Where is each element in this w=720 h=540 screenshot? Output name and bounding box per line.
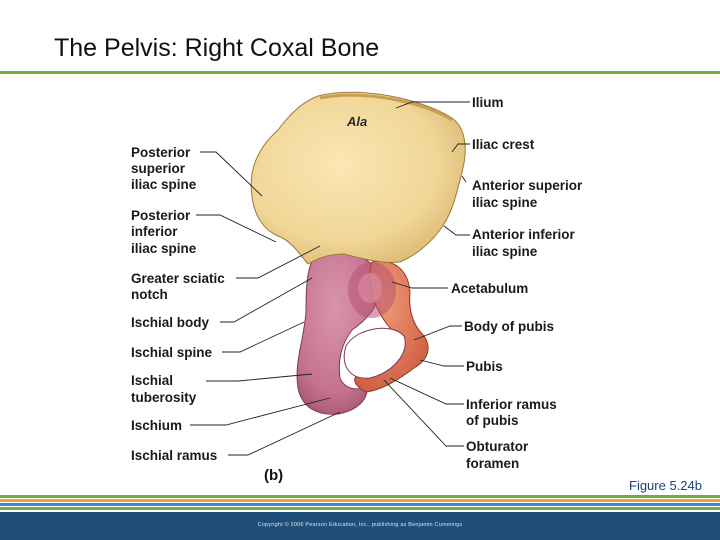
title-divider xyxy=(0,71,720,74)
slide-title: The Pelvis: Right Coxal Bone xyxy=(54,34,380,62)
ala-label: Ala xyxy=(346,114,367,129)
label-obturator-foramen: Obturator foramen xyxy=(466,439,532,471)
label-anterior-superior-iliac-spine: Anterior superior iliac spine xyxy=(472,178,586,210)
label-pubis: Pubis xyxy=(466,359,503,374)
label-acetabulum: Acetabulum xyxy=(451,281,528,296)
label-greater-sciatic-notch: Greater sciatic notch xyxy=(131,271,229,302)
left-leaders xyxy=(190,151,341,456)
right-leaders xyxy=(383,101,470,447)
label-ischial-spine: Ischial spine xyxy=(131,345,213,360)
label-posterior-superior-iliac-spine: Posterior superior iliac spine xyxy=(131,145,197,192)
footer-bar xyxy=(0,512,720,540)
label-ischial-ramus: Ischial ramus xyxy=(131,448,217,463)
label-ischium: Ischium xyxy=(131,418,182,433)
acetabulum-fossa xyxy=(358,273,382,303)
label-ilium: Ilium xyxy=(472,95,504,110)
label-posterior-inferior-iliac-spine: Posterior inferior iliac spine xyxy=(131,208,197,256)
label-ischial-body: Ischial body xyxy=(131,315,210,330)
label-inferior-ramus-of-pubis: Inferior ramus of pubis xyxy=(466,397,561,428)
figure-caption: Figure 5.24b xyxy=(629,478,702,493)
label-body-of-pubis: Body of pubis xyxy=(464,319,554,334)
label-ischial-tuberosity: Ischial tuberosity xyxy=(131,373,197,405)
copyright-text: Copyright © 2006 Pearson Education, Inc.… xyxy=(257,522,463,528)
label-iliac-crest: Iliac crest xyxy=(472,137,535,152)
iliac-crest-edge xyxy=(319,93,453,122)
panel-label: (b) xyxy=(264,467,283,484)
ilium-region xyxy=(250,91,466,265)
label-anterior-inferior-iliac-spine: Anterior inferior iliac spine xyxy=(472,227,579,259)
obturator-foramen-shape xyxy=(343,327,406,379)
footer-stripes xyxy=(0,495,720,511)
